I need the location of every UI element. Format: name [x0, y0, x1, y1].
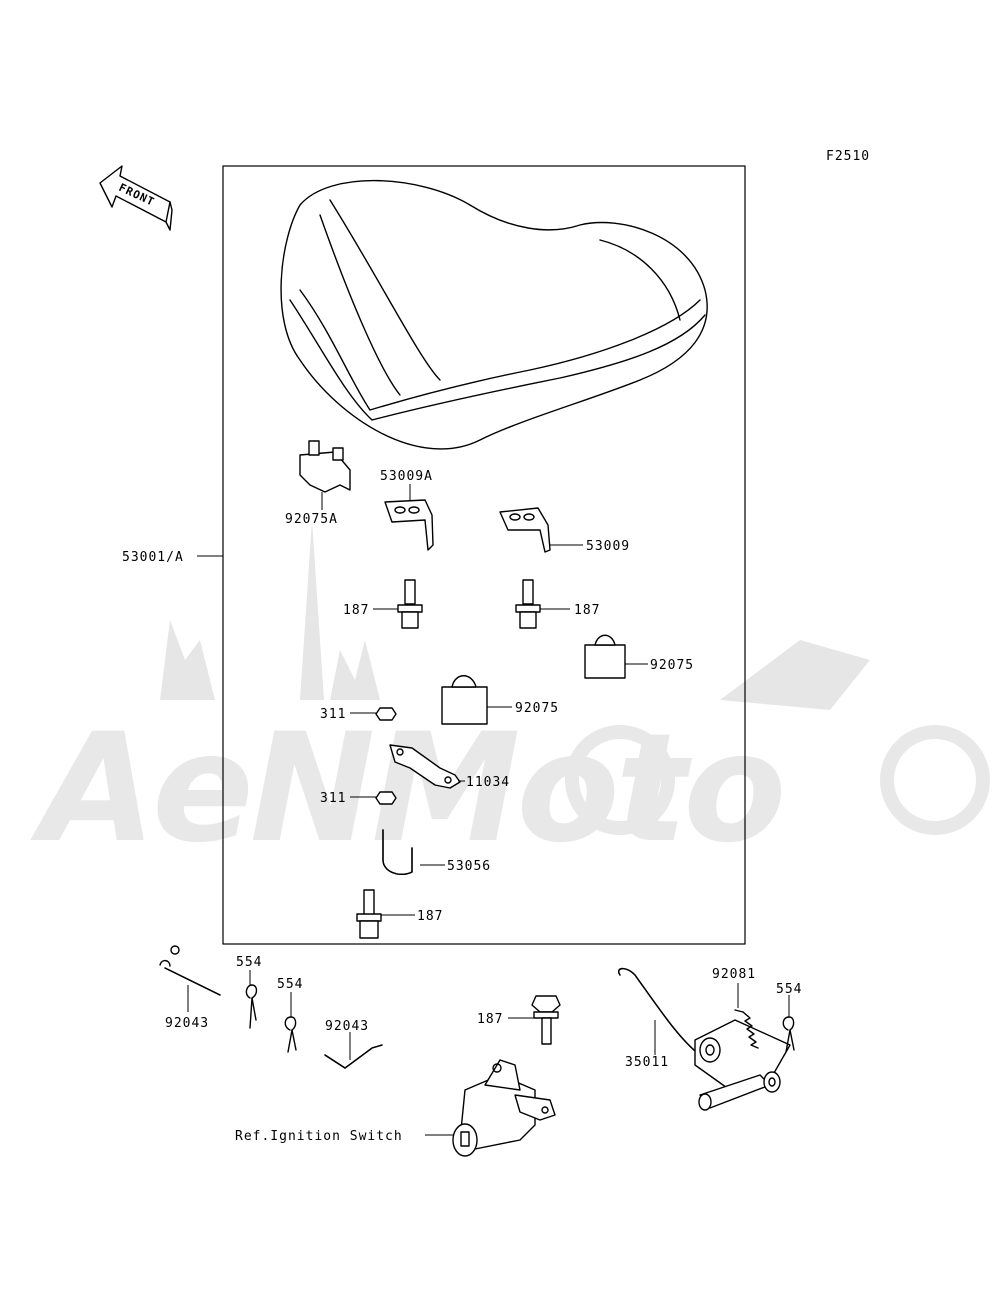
- callout-pin-mid: 92043: [325, 1019, 369, 1034]
- figure-code: F2510: [826, 149, 870, 164]
- front-arrow-icon: [99, 165, 171, 223]
- callout-pin-left: 92043: [165, 1016, 209, 1031]
- callout-damper-center: 92075: [515, 701, 559, 716]
- bolt-left-icon: [373, 579, 423, 629]
- lever-icon: [618, 967, 791, 1111]
- callout-stay-a: 53009A: [380, 469, 433, 484]
- front-arrow-depth: [165, 201, 173, 231]
- callout-damper-right: 92075: [650, 658, 694, 673]
- front-arrow: FRONT: [99, 165, 173, 231]
- damper-center-icon: [441, 675, 512, 725]
- plate-icon: [389, 744, 465, 789]
- nut-upper-icon: [350, 707, 397, 721]
- watermark-buildings: [160, 620, 380, 700]
- hook-icon: [382, 829, 445, 876]
- assembly-frame: [222, 165, 746, 945]
- pin-mid-icon: [324, 1032, 383, 1069]
- callout-spring: 92081: [712, 967, 756, 982]
- callout-nut-upper: 311: [320, 707, 346, 722]
- callout-ignition-ref: Ref.Ignition Switch: [235, 1129, 403, 1144]
- ignition-lock-icon: [425, 1059, 556, 1157]
- callout-stay: 53009: [586, 539, 630, 554]
- pin-left-icon: [159, 945, 221, 1012]
- callout-plate: 11034: [466, 775, 510, 790]
- bracket-a-icon: [299, 440, 351, 510]
- watermark-wheel-2: [565, 725, 675, 835]
- watermark-wheel: [880, 725, 990, 835]
- callout-clip-3: 554: [776, 982, 802, 997]
- callout-bolt-right: 187: [574, 603, 600, 618]
- bolt-lock-icon: [508, 995, 561, 1045]
- callout-clip-1: 554: [236, 955, 262, 970]
- callout-bolt-lock: 187: [477, 1012, 503, 1027]
- callout-lever: 35011: [625, 1055, 669, 1070]
- nut-lower-icon: [350, 791, 397, 805]
- callout-seat-assembly: 53001/A: [122, 550, 184, 565]
- callout-clip-2: 554: [277, 977, 303, 992]
- bolt-right-icon: [515, 579, 570, 629]
- seat-icon: [280, 179, 708, 450]
- clip-2-icon: [284, 992, 297, 1053]
- watermark: AeNMoto: [30, 520, 990, 876]
- clip-3-icon: [782, 995, 795, 1053]
- watermark-tank: [720, 640, 870, 710]
- spring-icon: [734, 983, 759, 1049]
- callout-bolt-bottom: 187: [417, 909, 443, 924]
- damper-right-icon: [584, 634, 648, 679]
- clip-1-icon: [245, 970, 258, 1029]
- stay-a-icon: [384, 484, 434, 551]
- watermark-spire: [300, 520, 324, 700]
- callout-bracket-a: 92075A: [285, 512, 338, 527]
- callout-nut-lower: 311: [320, 791, 346, 806]
- bolt-bottom-icon: [356, 889, 415, 939]
- callout-hook: 53056: [447, 859, 491, 874]
- callout-bolt-left: 187: [343, 603, 369, 618]
- stay-icon: [499, 507, 583, 553]
